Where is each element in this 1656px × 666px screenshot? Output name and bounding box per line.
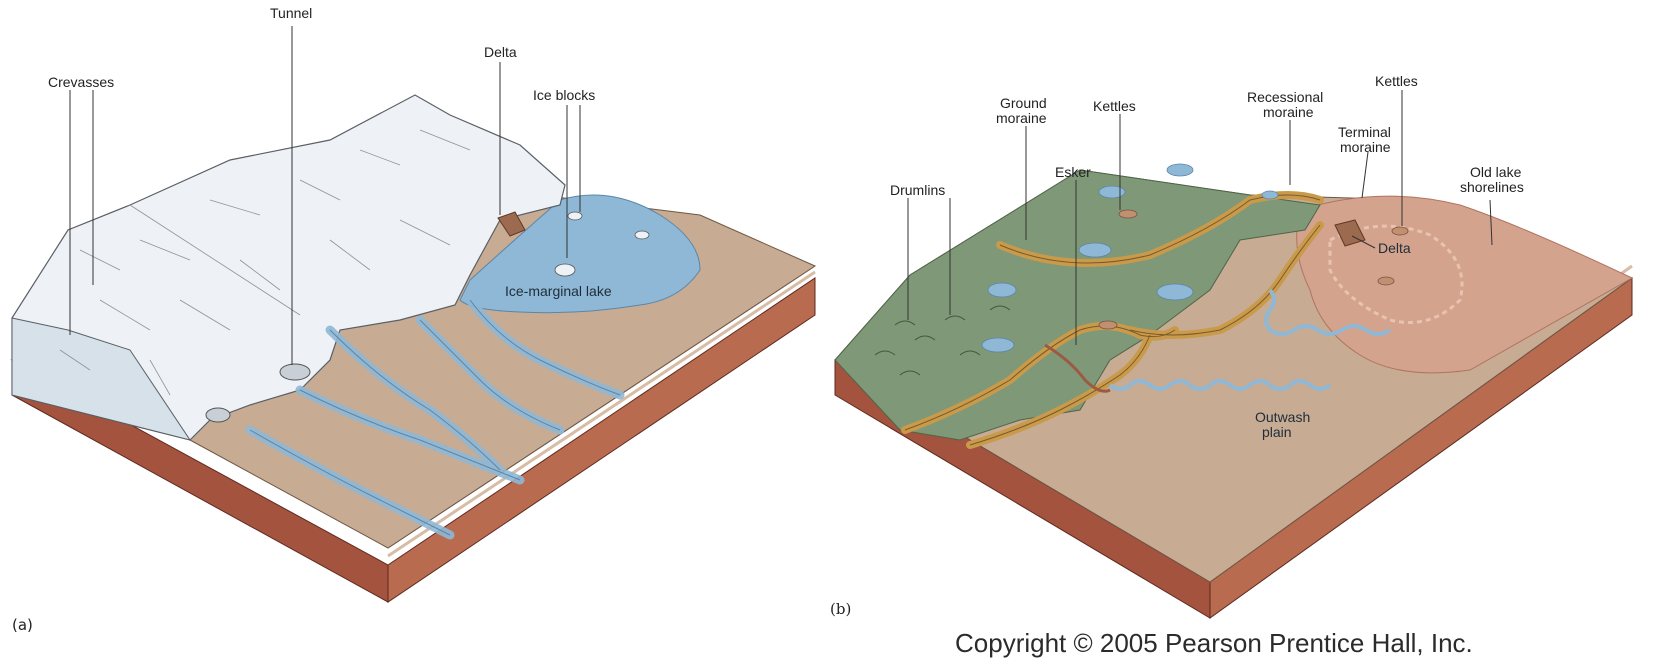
label-ground-moraine-line2: moraine xyxy=(996,110,1047,126)
kettle-dry xyxy=(1391,226,1409,236)
label-outwash-plain-line2: plain xyxy=(1262,424,1292,440)
panel-a-block xyxy=(10,94,817,603)
label-kettles-left: Kettles xyxy=(1093,98,1136,114)
panel-b-leaders xyxy=(907,90,1493,345)
panel-a-leaders xyxy=(69,26,581,365)
label-drumlins: Drumlins xyxy=(890,182,945,198)
label-terminal-moraine-line1: Terminal xyxy=(1338,124,1391,140)
label-kettles-right: Kettles xyxy=(1375,73,1418,89)
label-recessional-moraine-line1: Recessional xyxy=(1247,89,1323,105)
label-esker: Esker xyxy=(1055,164,1091,180)
ice-block xyxy=(554,263,576,277)
ground-moraine-area xyxy=(834,169,1321,441)
kettle-dry xyxy=(1118,209,1138,219)
label-ice-blocks: Ice blocks xyxy=(533,87,595,103)
label-delta-b: Delta xyxy=(1378,240,1411,256)
tunnel-opening xyxy=(279,363,311,381)
panel-a-tag: (a) xyxy=(12,616,33,634)
label-crevasses: Crevasses xyxy=(48,74,114,90)
ice-block xyxy=(567,211,583,221)
panel-b-block xyxy=(834,163,1634,619)
label-recessional-moraine-line2: moraine xyxy=(1263,104,1314,120)
kettle-dry xyxy=(1098,320,1118,330)
label-outwash-plain-line1: Outwash xyxy=(1255,409,1310,425)
label-ice-marginal-lake: Ice-marginal lake xyxy=(505,283,612,299)
label-tunnel: Tunnel xyxy=(270,5,312,21)
label-old-lake-shorelines-line1: Old lake xyxy=(1470,164,1522,180)
ice-block xyxy=(634,230,650,240)
ice-front-face xyxy=(11,317,192,441)
glacier-ice xyxy=(11,94,566,441)
old-lake-floor xyxy=(1296,195,1634,374)
label-ground-moraine-line1: Ground xyxy=(1000,95,1047,111)
label-old-lake-shorelines-line2: shorelines xyxy=(1460,179,1524,195)
label-delta-a: Delta xyxy=(484,44,517,60)
copyright-notice: Copyright © 2005 Pearson Prentice Hall, … xyxy=(955,628,1473,658)
label-terminal-moraine-line2: moraine xyxy=(1340,139,1391,155)
delta-fan-a xyxy=(497,211,526,237)
kettle-dry xyxy=(1377,276,1395,286)
kettle-lakes xyxy=(981,163,1279,353)
esker-ridge xyxy=(1044,343,1111,393)
delta-fan-b xyxy=(1334,219,1366,247)
drumlins xyxy=(874,305,1011,376)
panel-b-tag: (b) xyxy=(830,600,851,618)
panel-a-right-side xyxy=(387,277,816,603)
